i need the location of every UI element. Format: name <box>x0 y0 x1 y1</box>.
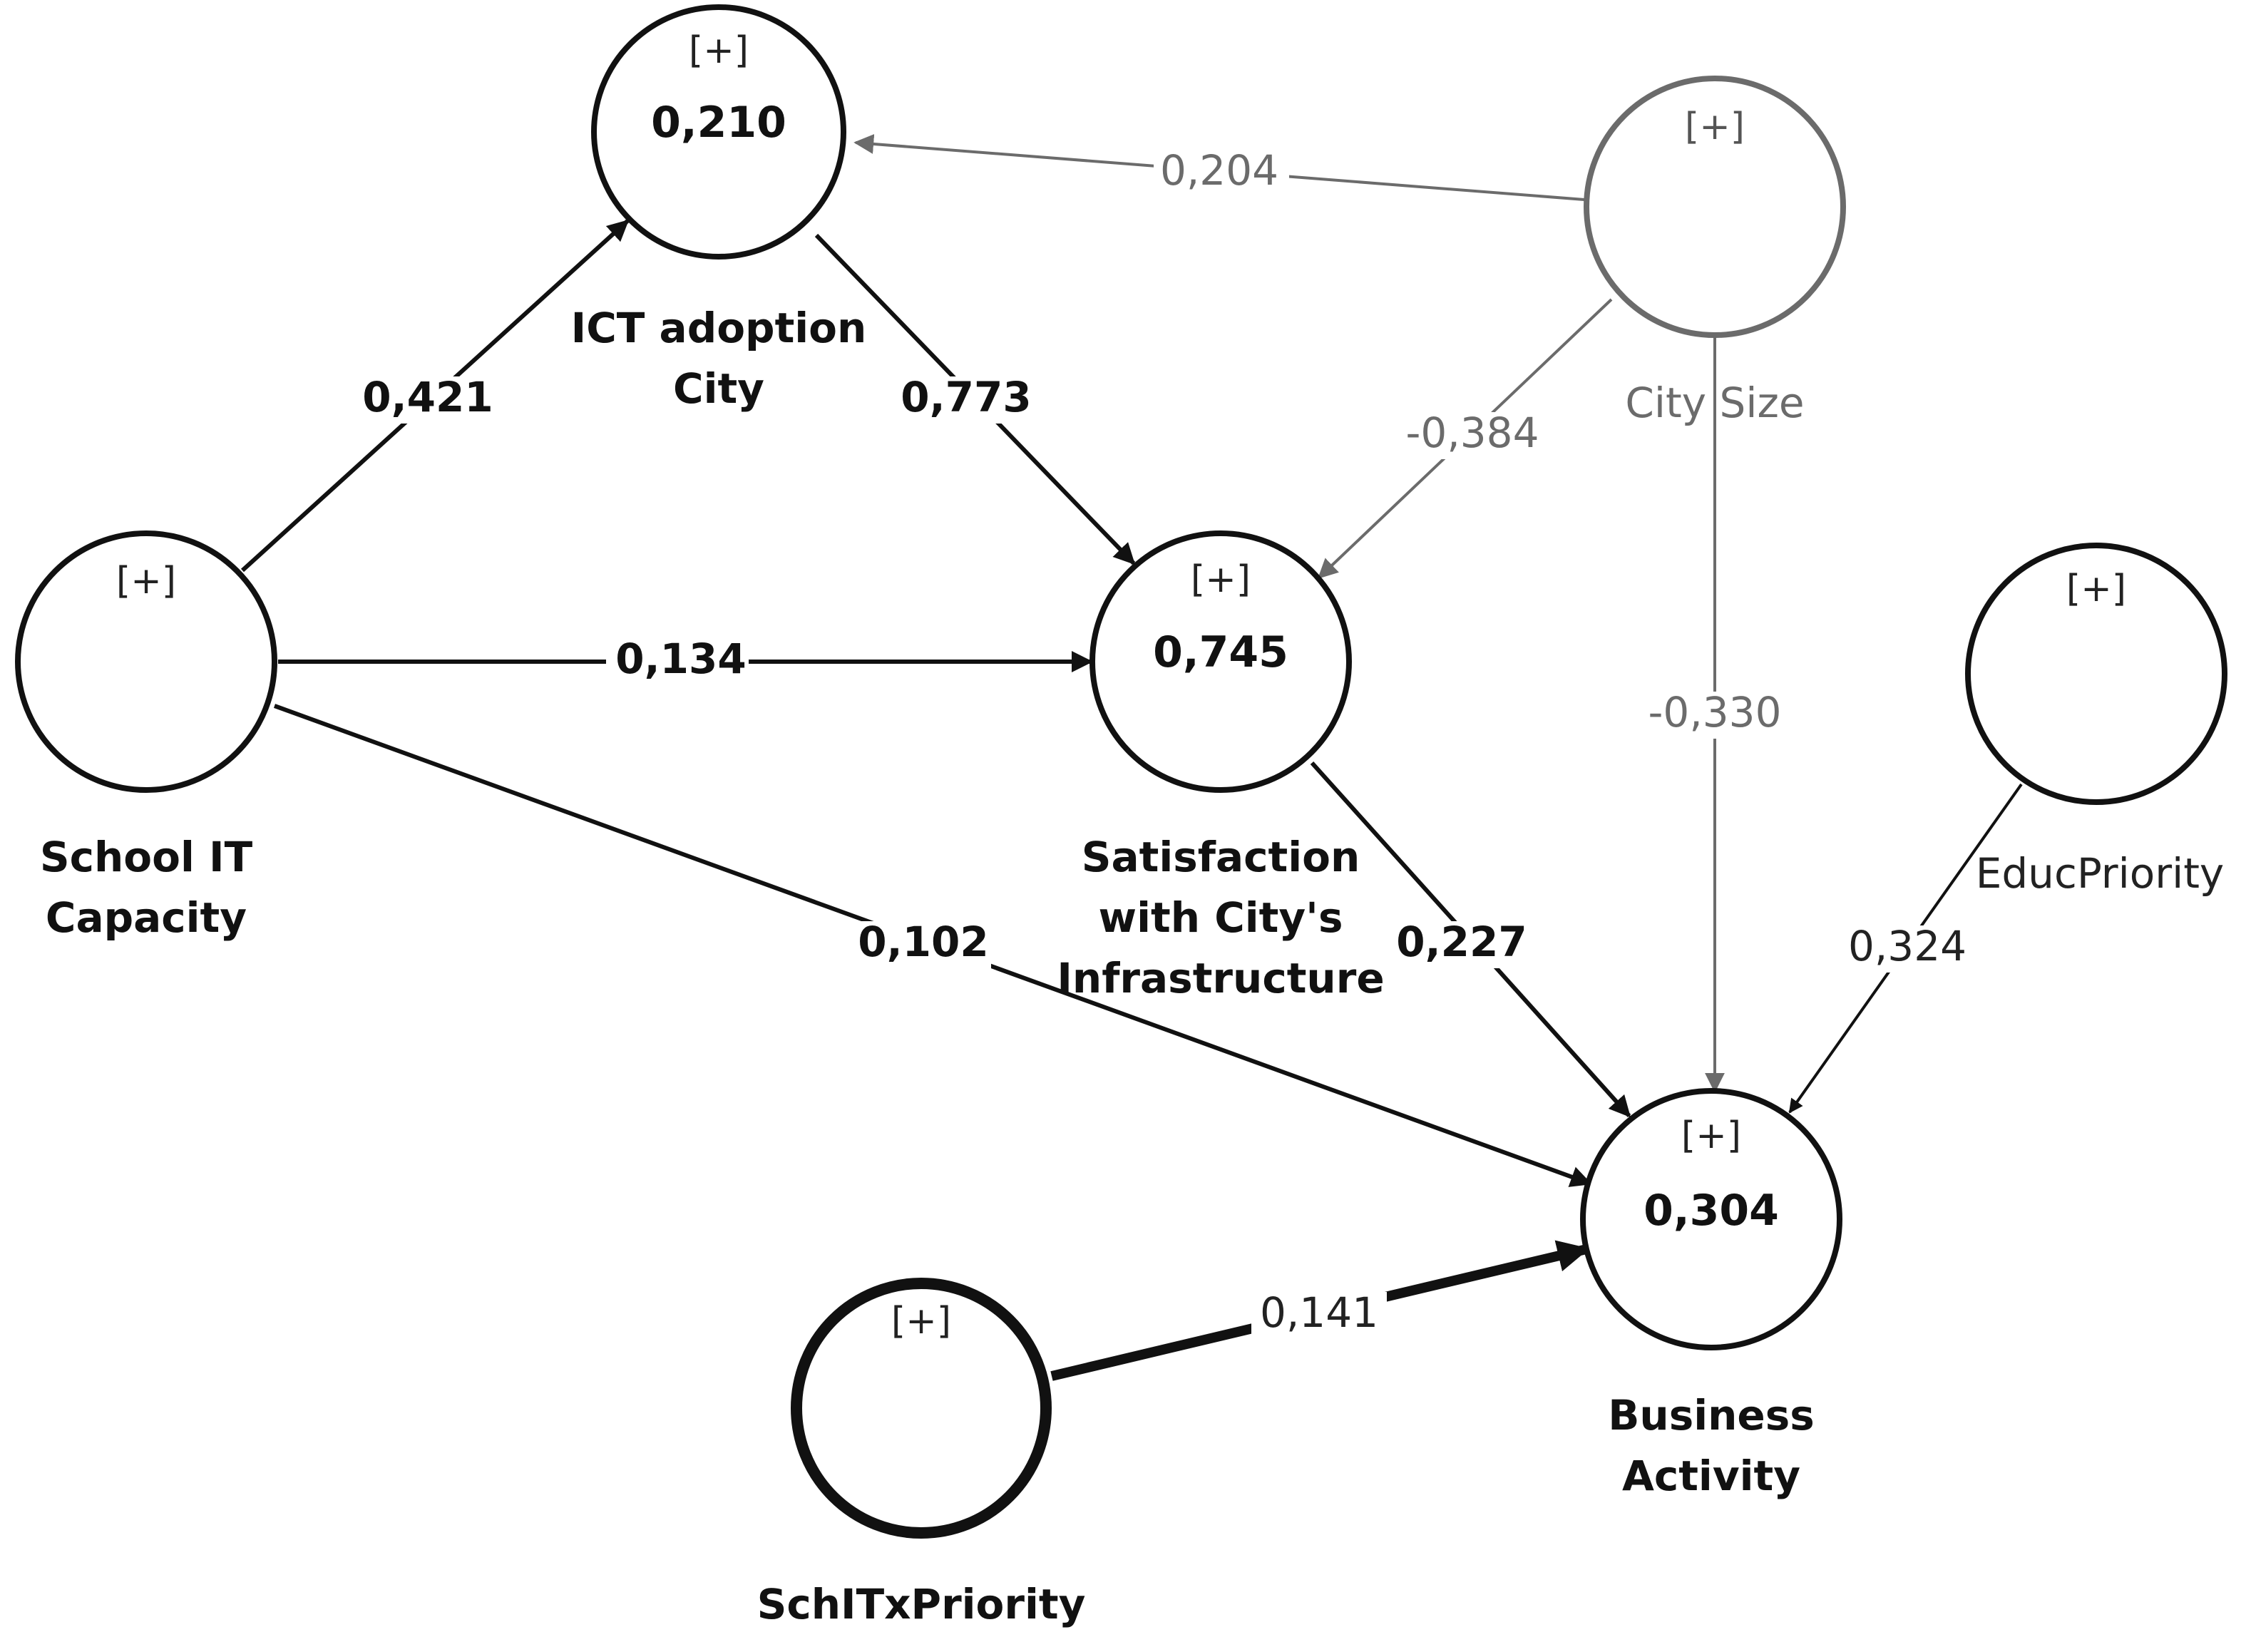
coef-ict-to-satisfaction-text: 0,773 <box>901 373 1031 421</box>
expand-toggle-citysize[interactable]: [+] <box>1685 106 1745 148</box>
node-label-schitx: SchITxPriority <box>757 1580 1086 1628</box>
r-squared-satisfaction: 0,745 <box>1153 627 1288 677</box>
node-label-school-line1: School IT <box>40 833 253 881</box>
node-label-ict-line2: City <box>673 364 764 413</box>
node-label-satisfaction-line3: Infrastructure <box>1057 954 1384 1002</box>
coef-school-to-satisfaction: 0,134 <box>606 635 749 685</box>
coef-school-to-ict: 0,421 <box>360 373 496 424</box>
node-label-satisfaction-line1: Satisfaction <box>1082 833 1360 881</box>
coef-citysize-to-satisfaction-text: -0,384 <box>1406 409 1539 457</box>
coef-citysize-to-ict-text: 0,204 <box>1160 146 1278 195</box>
coef-school-to-ict-text: 0,421 <box>362 373 493 421</box>
node-label-educ: EducPriority <box>1976 849 2225 898</box>
expand-toggle-satisfaction[interactable]: [+] <box>1191 558 1251 601</box>
node-satisfaction-circle[interactable] <box>1089 530 1352 793</box>
coef-school-to-satisfaction-text: 0,134 <box>615 635 746 683</box>
node-label-business-line2: Activity <box>1622 1452 1800 1500</box>
node-label-school-line2: Capacity <box>46 893 247 942</box>
node-school-it-capacity[interactable]: [+] School IT Capacity <box>15 530 277 942</box>
coef-ict-to-satisfaction: 0,773 <box>898 373 1034 424</box>
expand-toggle-schitx[interactable]: [+] <box>891 1300 951 1343</box>
expand-toggle-school[interactable]: [+] <box>116 560 176 602</box>
node-city-size[interactable]: [+] City Size <box>1584 76 1846 427</box>
node-school-circle[interactable] <box>15 530 277 793</box>
coef-educ-to-business: 0,324 <box>1840 922 1975 973</box>
coef-satisfaction-to-business-text: 0,227 <box>1396 918 1527 966</box>
node-label-business-line1: Business <box>1608 1391 1815 1440</box>
node-satisfaction-infrastructure[interactable]: [+] 0,745 Satisfaction with City's Infra… <box>1057 530 1385 1002</box>
expand-toggle-educ[interactable]: [+] <box>2066 568 2126 610</box>
coef-educ-to-business-text: 0,324 <box>1848 922 1966 970</box>
node-educ-priority[interactable]: [+] EducPriority <box>1965 543 2227 898</box>
coef-citysize-to-satisfaction: -0,384 <box>1398 409 1547 459</box>
node-label-ict-line1: ICT adoption <box>571 304 867 352</box>
node-ict-adoption-city[interactable]: [+] 0,210 ICT adoption City <box>571 4 867 413</box>
coef-citysize-to-ict: 0,204 <box>1154 146 1289 197</box>
coef-satisfaction-to-business: 0,227 <box>1394 918 1529 968</box>
node-business-activity[interactable]: [+] 0,304 Business Activity <box>1580 1088 1842 1500</box>
expand-toggle-business[interactable]: [+] <box>1681 1114 1741 1157</box>
node-ict-circle[interactable] <box>591 4 846 260</box>
coef-citysize-to-business-text: -0,330 <box>1648 688 1782 737</box>
coef-citysize-to-business: -0,330 <box>1640 688 1790 739</box>
node-label-satisfaction-line2: with City's <box>1099 893 1343 942</box>
node-label-citysize: City Size <box>1625 379 1804 427</box>
coef-schitx-to-business-text: 0,141 <box>1260 1288 1378 1337</box>
node-educ-circle[interactable] <box>1965 543 2227 805</box>
node-business-circle[interactable] <box>1580 1088 1842 1350</box>
node-schitx-circle[interactable] <box>791 1278 1052 1539</box>
node-schitx-priority[interactable]: [+] SchITxPriority <box>757 1278 1086 1628</box>
r-squared-ict: 0,210 <box>651 98 786 148</box>
r-squared-business: 0,304 <box>1644 1186 1779 1236</box>
coef-school-to-business-text: 0,102 <box>858 918 988 966</box>
expand-toggle-ict[interactable]: [+] <box>689 29 749 72</box>
node-citysize-circle[interactable] <box>1584 76 1846 338</box>
coef-schitx-to-business: 0,141 <box>1251 1288 1387 1339</box>
path-labels-layer: 0,421 0,773 0,204 -0,384 0,134 -0,330 0,… <box>360 146 1975 1339</box>
coef-school-to-business: 0,102 <box>856 918 991 968</box>
